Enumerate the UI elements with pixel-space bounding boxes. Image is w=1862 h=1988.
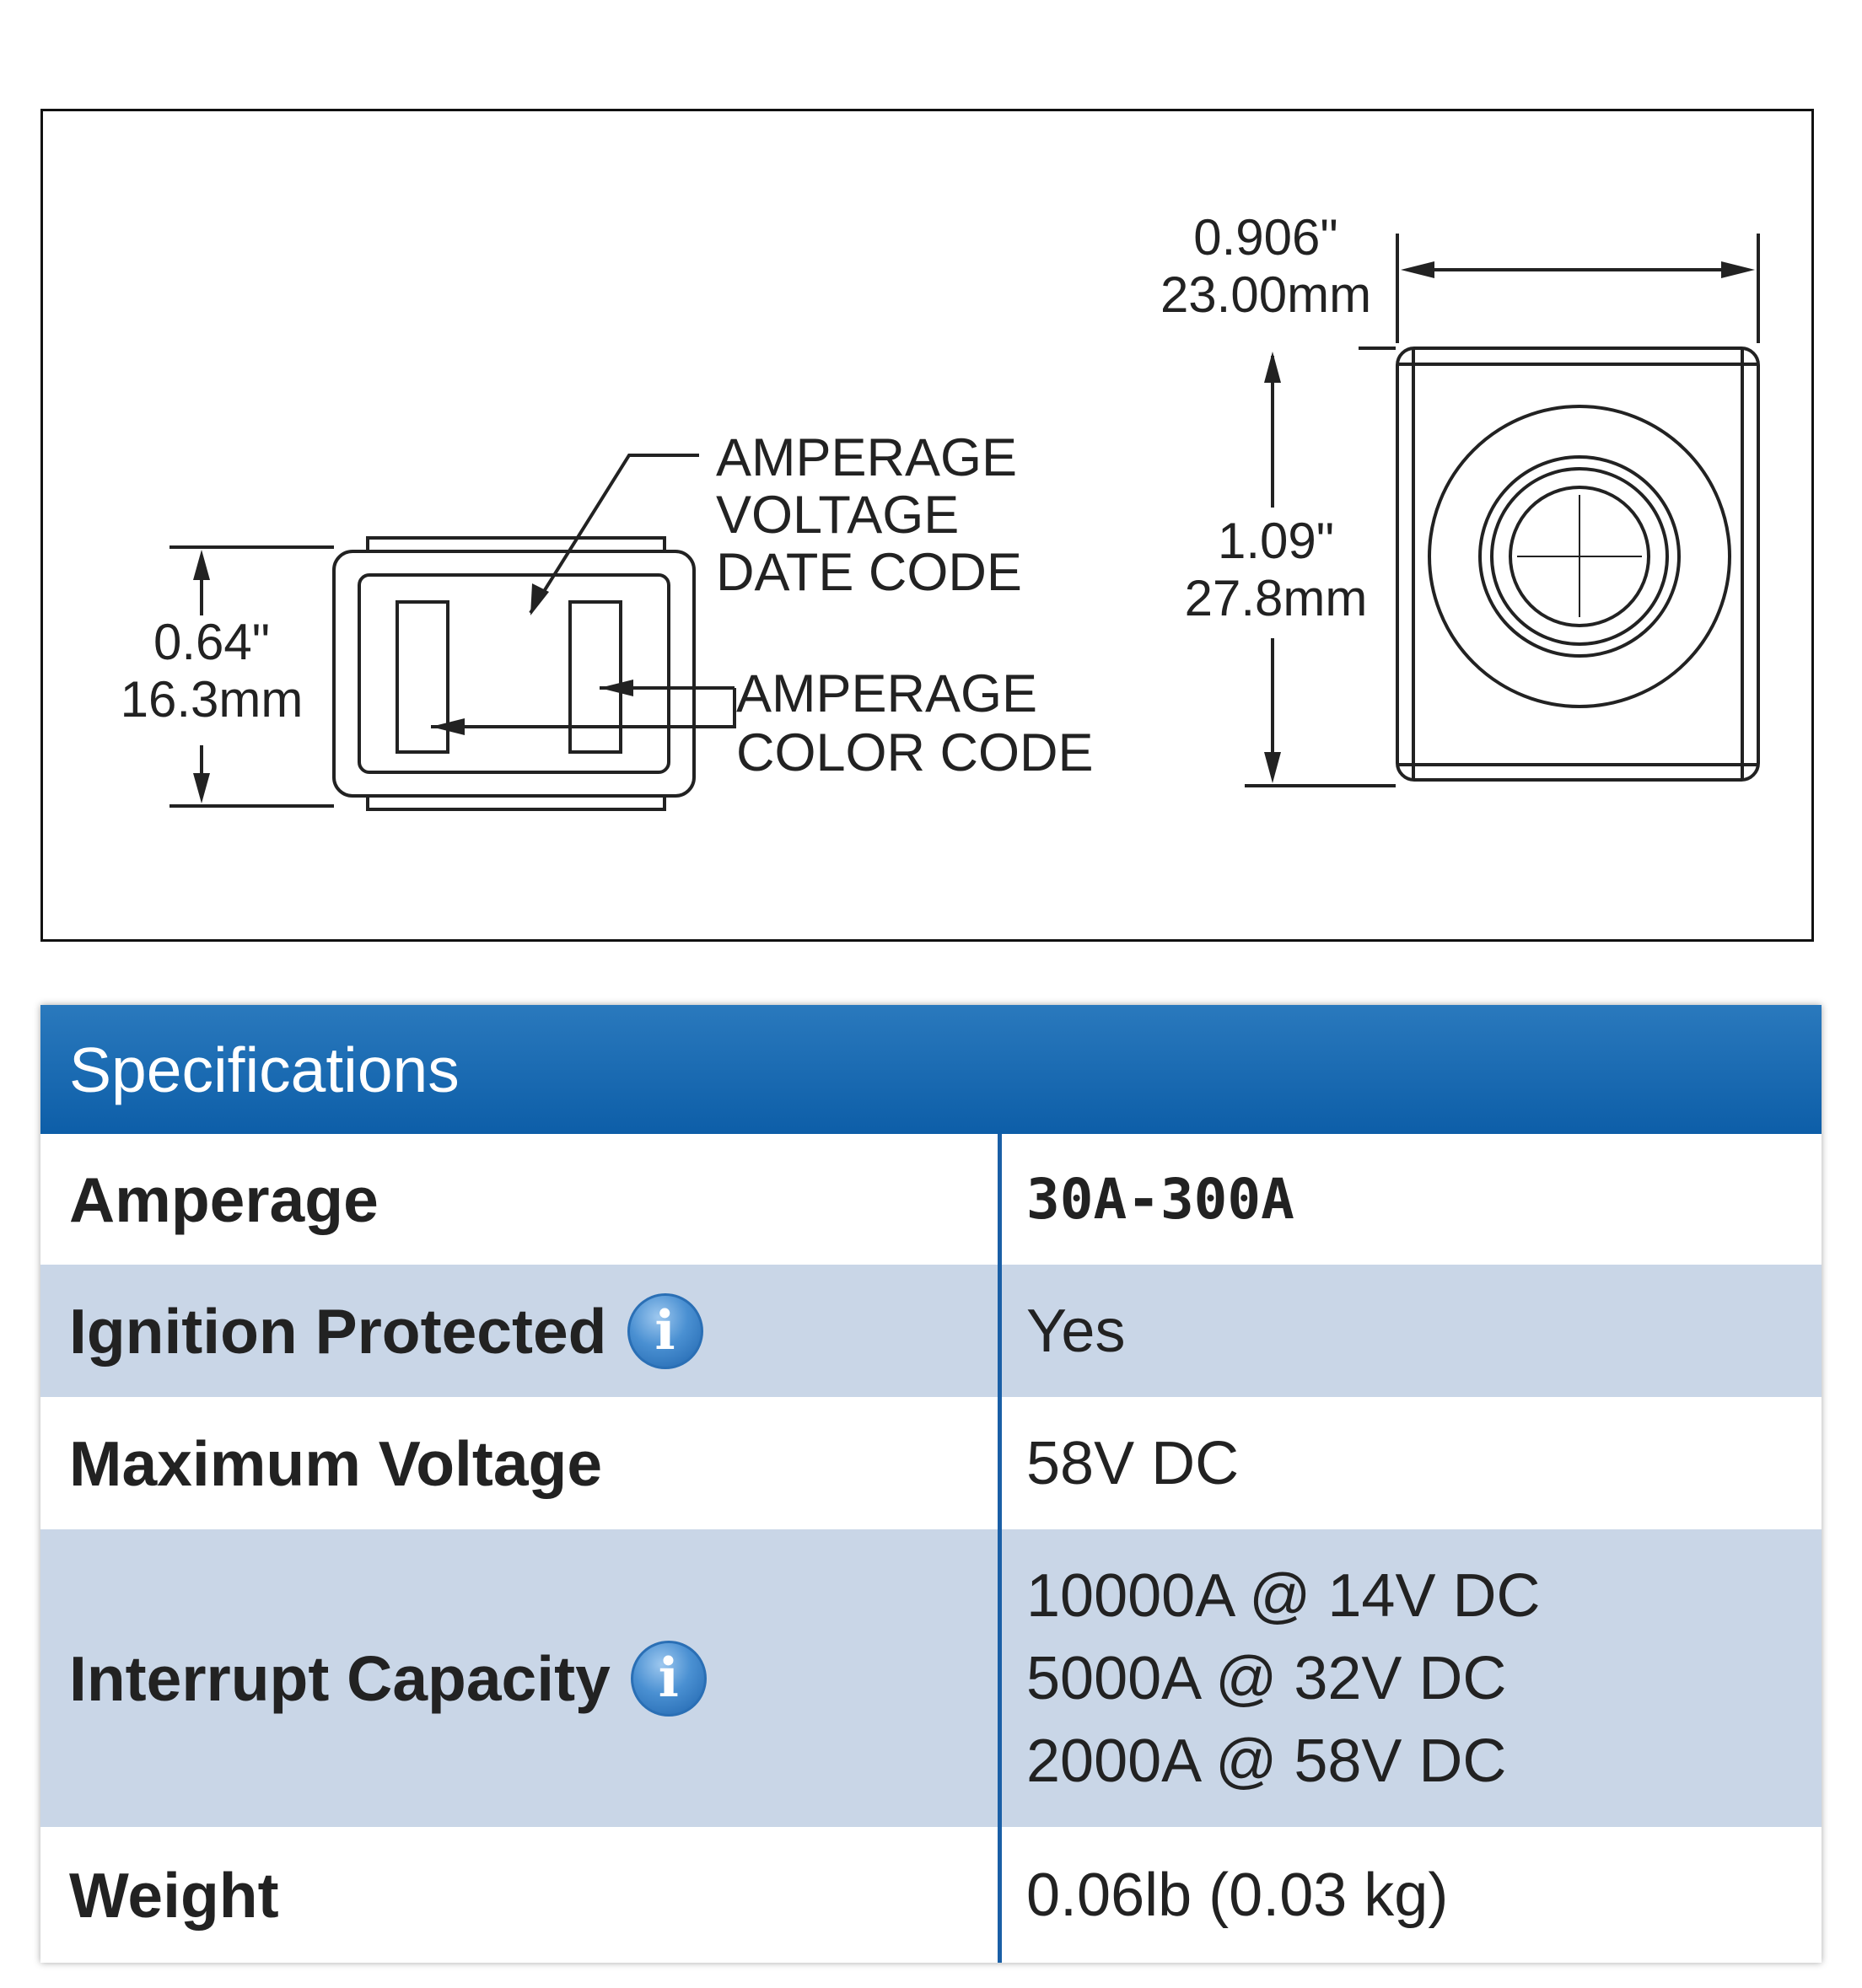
note-top-line-3: DATE CODE	[716, 543, 1022, 602]
table-row-weight: Weight 0.06lb (0.03 kg)	[40, 1827, 1822, 1963]
row-value: 0.06lb (0.03 kg)	[1026, 1861, 1449, 1929]
info-icon[interactable]: i	[630, 1640, 707, 1717]
fuse-front-core	[1509, 486, 1650, 627]
depth-inches: 0.64"	[153, 614, 270, 670]
technical-drawing: 0.64" 16.3mm 0.906" 23.00mm 1.09" 27.8mm…	[40, 109, 1814, 942]
table-row-ignition-protected: Ignition Protected i Yes	[40, 1265, 1822, 1397]
row-value: 30A-300A	[1026, 1166, 1294, 1232]
table-row-amperage: Amperage 30A-300A	[40, 1134, 1822, 1265]
specifications-title: Specifications	[69, 1034, 460, 1105]
table-row-maximum-voltage: Maximum Voltage 58V DC	[40, 1397, 1822, 1529]
row-value: 10000A @ 14V DC 5000A @ 32V DC 2000A @ 5…	[1026, 1561, 1541, 1795]
note-bottom-line-1: AMPERAGE	[736, 664, 1037, 723]
fuse-side-inner	[358, 573, 670, 774]
dimension-diagram: 0.64" 16.3mm 0.906" 23.00mm 1.09" 27.8mm…	[121, 209, 1760, 811]
row-label: Amperage	[69, 1163, 379, 1235]
fuse-front-ring-inner	[1490, 467, 1669, 646]
specifications-header: Specifications	[40, 1005, 1822, 1134]
row-value: Yes	[1026, 1297, 1126, 1365]
fuse-side-flange-top	[366, 536, 666, 553]
fuse-side-flange-bottom	[366, 794, 666, 811]
row-value: 58V DC	[1026, 1429, 1240, 1497]
fuse-terminal-left	[396, 600, 449, 754]
fuse-side-outer	[332, 550, 696, 798]
depth-mm: 16.3mm	[121, 671, 304, 728]
row-label: Weight	[69, 1859, 279, 1931]
row-label: Interrupt Capacity i	[40, 1529, 998, 1827]
info-icon[interactable]: i	[627, 1292, 703, 1369]
fuse-front-outer	[1396, 347, 1760, 782]
note-top-line-1: AMPERAGE	[716, 428, 1017, 487]
note-top-line-2: VOLTAGE	[716, 486, 959, 545]
height-inches: 1.09"	[1218, 513, 1334, 569]
width-mm: 23.00mm	[1160, 266, 1371, 323]
table-row-interrupt-capacity: Interrupt Capacity i 10000A @ 14V DC 500…	[40, 1529, 1822, 1827]
fuse-front-ring-mid	[1478, 455, 1681, 658]
fuse-terminal-right	[568, 600, 622, 754]
specifications-table: Specifications Amperage 30A-300A Ignitio…	[40, 1005, 1822, 1963]
column-divider	[998, 1134, 1002, 1963]
height-mm: 27.8mm	[1185, 570, 1368, 626]
row-label: Maximum Voltage	[69, 1427, 603, 1499]
row-label: Ignition Protected i	[40, 1265, 998, 1397]
width-inches: 0.906"	[1193, 209, 1337, 266]
note-bottom-line-2: COLOR CODE	[736, 723, 1094, 782]
fuse-front-ring-outer	[1428, 405, 1731, 708]
